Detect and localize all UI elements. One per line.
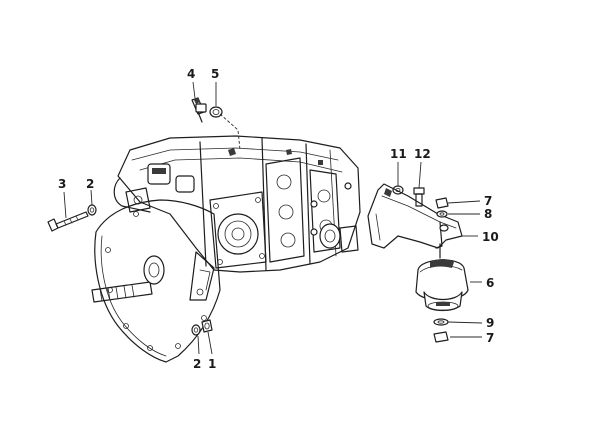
leader-5-path (219, 113, 241, 151)
switch-part-4 (191, 97, 207, 123)
leader-3 (63, 191, 67, 219)
leader-1 (207, 331, 213, 355)
leader-12 (418, 161, 422, 189)
transmission-housing (91, 135, 361, 363)
washer-part-9 (433, 318, 449, 326)
leader-9 (447, 321, 483, 324)
callout-5: 5 (211, 67, 219, 81)
callout-labels: 4 5 3 2 11 12 7 8 10 6 9 7 2 1 (58, 67, 499, 371)
callout-11: 11 (390, 147, 407, 161)
callout-1: 1 (208, 357, 216, 371)
callout-2-top: 2 (86, 177, 94, 191)
callout-4: 4 (187, 67, 195, 81)
leader-2-bottom (197, 335, 200, 355)
callout-9: 9 (486, 316, 494, 330)
washer-part-8 (436, 210, 448, 218)
nut-part-7-top (435, 197, 449, 209)
callout-2-bottom: 2 (193, 357, 201, 371)
bolt-part-12 (413, 187, 425, 207)
seal-ring-part-5 (209, 106, 223, 118)
rubber-mount-part-6 (415, 243, 469, 312)
leader-2-top (90, 189, 93, 206)
mount-bracket-part-10 (367, 183, 463, 249)
washer-part-2-top (87, 204, 97, 216)
callout-7-bottom: 7 (486, 331, 494, 345)
callout-6: 6 (486, 276, 494, 290)
leader-4 (192, 81, 196, 99)
bolt-part-3 (47, 211, 89, 232)
callout-12: 12 (414, 147, 431, 161)
leader-7-top (447, 200, 481, 204)
nut-part-1 (201, 319, 213, 333)
washer-part-2-bottom (191, 324, 201, 336)
callout-8: 8 (484, 207, 492, 221)
callout-3: 3 (58, 177, 66, 191)
callout-10: 10 (482, 230, 499, 244)
callout-7-top: 7 (484, 194, 492, 208)
nut-part-7-bottom (433, 331, 449, 343)
